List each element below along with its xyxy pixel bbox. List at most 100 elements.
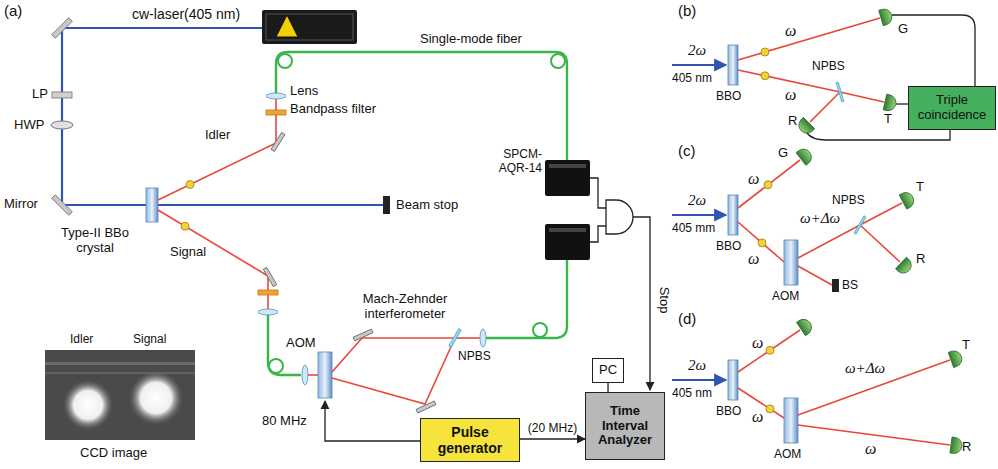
frequency-label: 2ω <box>688 357 706 374</box>
analyzer-box: Time Interval Analyzer <box>585 392 665 460</box>
edge-label: (20 MHz) <box>528 422 577 436</box>
fiber-label: Single-mode fiber <box>420 32 522 47</box>
component-label: Mach-Zehnder interferometer <box>345 292 465 322</box>
detector <box>899 190 916 209</box>
panel-c-scheme <box>672 146 916 292</box>
frequency-label: ω <box>748 170 759 188</box>
photon-path <box>738 18 880 60</box>
photon-dot <box>186 181 194 189</box>
frequency-label: ω <box>752 408 763 426</box>
detector-label: T <box>884 112 892 127</box>
beam-label: Signal <box>170 245 206 260</box>
lens <box>302 365 308 385</box>
coincidence-wire <box>896 103 908 104</box>
component-label: BBO <box>716 90 741 104</box>
frequency-label: 80 MHz <box>262 414 307 429</box>
aom-crystal <box>784 398 798 443</box>
component-label: AOM <box>772 290 799 304</box>
idler-beam <box>158 99 276 200</box>
aom-crystal <box>318 352 332 398</box>
frequency-label: ω <box>785 86 796 104</box>
counter-detail <box>549 164 586 168</box>
detector <box>896 257 915 276</box>
component-label: Type-II BBo crystal <box>45 226 145 256</box>
photon-counter <box>545 160 590 196</box>
photon-dot <box>764 181 772 189</box>
component-label: NPBS <box>458 350 491 364</box>
panel-d-scheme <box>672 316 964 454</box>
signal-wire <box>590 226 606 242</box>
wavelength-label: 405 nm <box>672 387 712 401</box>
detector-label: G <box>898 22 908 37</box>
coincidence-box: Triple coincidence <box>908 86 996 130</box>
counter-detail <box>549 228 586 232</box>
frequency-label: ω+Δω <box>800 210 840 227</box>
detector <box>950 437 963 454</box>
component-label: Mirror <box>4 197 38 212</box>
node-text: PC <box>599 363 617 378</box>
pulse-generator-box: Pulse generator <box>420 418 520 462</box>
detector <box>796 117 815 136</box>
component-label: Lens <box>290 84 318 99</box>
linear-polarizer <box>52 92 72 98</box>
photon-dot <box>181 222 189 230</box>
beam-splitter <box>836 82 844 102</box>
mirror <box>52 18 73 39</box>
photon-path <box>738 222 784 262</box>
ccd-stripe <box>45 362 195 365</box>
beam-label: Idler <box>205 128 230 143</box>
photon-path <box>738 70 884 102</box>
detector-label: R <box>916 252 925 267</box>
photon-counter <box>545 224 590 260</box>
coincidence-wire <box>892 15 975 86</box>
pump-arrow <box>672 379 726 381</box>
bandpass-filter <box>258 290 278 295</box>
photon-path <box>798 266 832 285</box>
connector-line <box>607 383 608 392</box>
mirror <box>271 132 285 151</box>
photon-dot <box>758 239 766 247</box>
pump-arrow <box>672 214 726 216</box>
detector <box>879 7 894 25</box>
lens <box>480 329 486 347</box>
photon-path <box>738 330 800 372</box>
wavelength-label: 405 nm <box>672 72 712 86</box>
component-label: BBO <box>716 405 741 419</box>
signal-spot <box>128 370 184 426</box>
computer-box: PC <box>592 358 624 383</box>
detector-label: G <box>778 146 788 161</box>
photon-path <box>798 360 950 415</box>
frequency-label: ω <box>785 22 796 40</box>
mirror <box>52 195 73 216</box>
fiber-loop <box>551 54 565 68</box>
panel-letter: (b) <box>678 2 696 19</box>
idler-spot <box>62 379 114 431</box>
aom-drive-wire <box>325 401 420 441</box>
detector-model-label: SPCM-AQR-14 <box>484 148 542 176</box>
photon-path <box>738 160 800 208</box>
signal-wire <box>590 178 606 208</box>
detector <box>883 94 897 112</box>
mirror <box>263 267 276 286</box>
photon-dot <box>761 72 769 80</box>
frequency-label: 2ω <box>688 42 706 59</box>
lens <box>266 93 286 99</box>
pump-beam <box>62 28 383 205</box>
laser-body <box>262 10 357 44</box>
component-label: Bandpass filter <box>290 102 376 117</box>
photon-path <box>860 225 900 262</box>
coincidence-wire <box>807 130 950 140</box>
beam-label: Idler <box>70 333 93 347</box>
laser-label: cw-laser(405 nm) <box>132 6 240 22</box>
component-label: NPBS <box>832 194 865 208</box>
mirror <box>353 329 373 341</box>
component-label: NPBS <box>812 60 845 74</box>
beam-stop <box>832 279 839 292</box>
panel-letter: (d) <box>678 310 696 327</box>
signal-label: Stop <box>657 287 672 314</box>
beam-splitter <box>449 329 462 348</box>
panel-a-optics <box>45 10 650 441</box>
single-mode-fiber <box>486 260 567 338</box>
fiber-loop <box>278 54 292 68</box>
